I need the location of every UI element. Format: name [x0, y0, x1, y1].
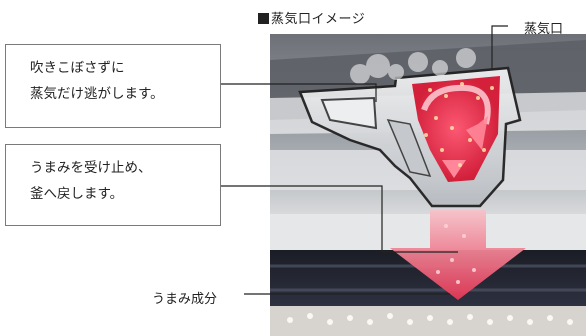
diagram-title: 蒸気口イメージ — [258, 8, 365, 27]
umami-particles — [424, 82, 494, 167]
steam-plume — [350, 48, 476, 84]
diagram-title-text: 蒸気口イメージ — [271, 12, 366, 27]
leader-lines — [221, 25, 508, 295]
callout-text-line: うまみを受け止め、 — [30, 160, 152, 176]
red-circulation-flow — [412, 76, 500, 182]
callout-box-umami-return: うまみを受け止め、 釜へ戻します。 — [5, 144, 221, 226]
steam-port-label: 蒸気口 — [524, 22, 564, 37]
curved-arrow — [466, 116, 488, 150]
umami-label: うまみ成分 — [152, 292, 218, 307]
downward-return-arrow — [390, 210, 526, 300]
callout-box-steam-release: 吹きこぼさずに 蒸気だけ逃がします。 — [5, 44, 221, 128]
callout-text-line: 吹きこぼさずに — [30, 60, 125, 76]
callout-text-line: 釜へ戻します。 — [30, 186, 124, 202]
square-bullet-icon — [258, 13, 269, 24]
callout-text-line: 蒸気だけ逃がします。 — [30, 86, 164, 102]
